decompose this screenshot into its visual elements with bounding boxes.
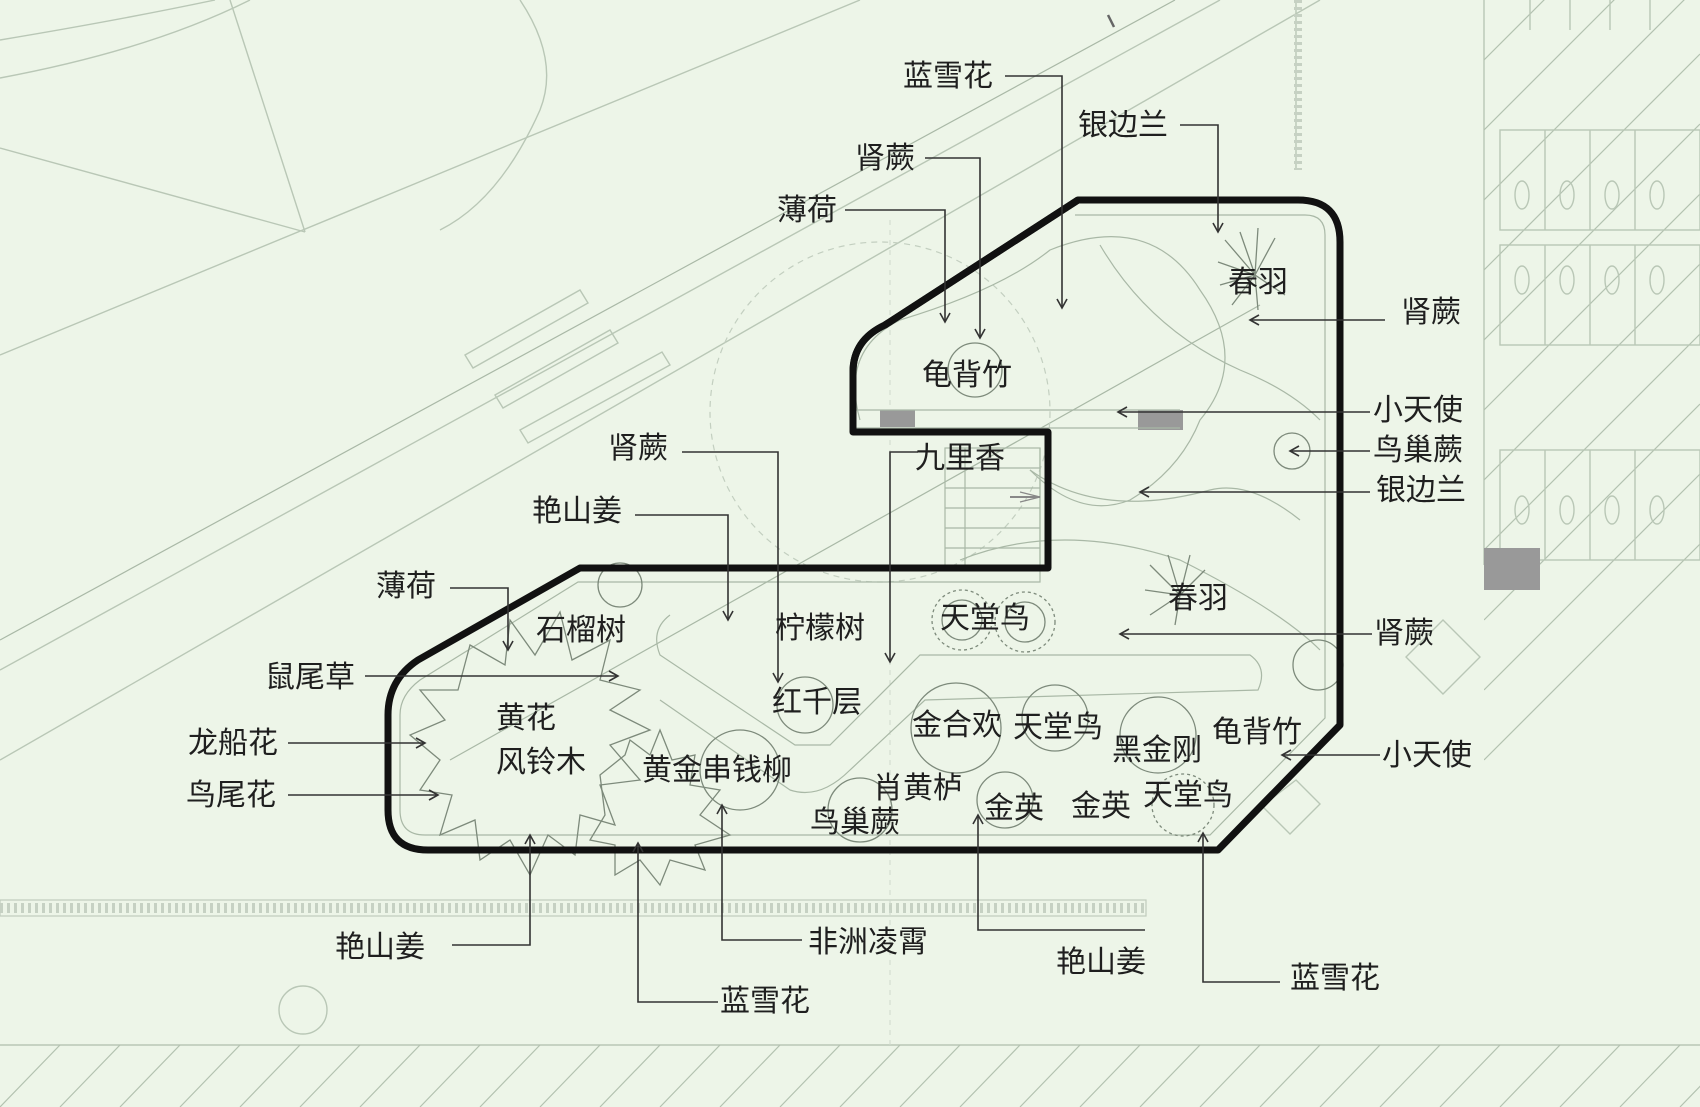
outside-labels: 蓝雪花 银边兰 肾蕨 薄荷 肾蕨 小天使 鸟巢蕨 银边兰 肾蕨 小天使 肾蕨 艳… [186, 59, 1472, 1019]
label-lanxuehua-bottom-1: 蓝雪花 [720, 984, 810, 1019]
label-niaochaojue: 鸟巢蕨 [810, 805, 900, 840]
label-huanghua: 黄花 [496, 701, 556, 736]
label-yinbianlan-top: 银边兰 [1078, 108, 1168, 143]
leader-lines [288, 75, 1385, 1003]
label-xiaotianshi-right-1: 小天使 [1373, 393, 1463, 428]
label-tiantangniao-3: 天堂鸟 [1143, 778, 1233, 813]
label-feizhoulingxiao-bottom: 非洲凌霄 [808, 925, 928, 960]
inside-labels: 春羽 龟背竹 九里香 春羽 石榴树 柠檬树 天堂鸟 红千层 黄花 风铃木 黄金串… [496, 265, 1302, 840]
label-chunyu-1: 春羽 [1228, 265, 1288, 300]
label-yanshanjiang-bottom-2: 艳山姜 [1056, 945, 1146, 980]
label-yanshanjiang-left: 艳山姜 [532, 494, 622, 529]
label-jinying-2: 金英 [1071, 789, 1131, 824]
label-guibeizhu-1: 龟背竹 [922, 358, 1012, 393]
label-tiantangniao-1: 天堂鸟 [940, 601, 1030, 636]
label-xiaohuangju: 肖黄栌 [873, 771, 963, 806]
label-jiulixiang: 九里香 [915, 441, 1005, 476]
label-huangjinchuanqianliu: 黄金串钱柳 [642, 753, 792, 788]
label-hongqianceng: 红千层 [772, 685, 862, 720]
label-yinbianlan-right: 银边兰 [1376, 473, 1466, 508]
label-yanshanjiang-bottom-1: 艳山姜 [335, 930, 425, 965]
label-bohe-left: 薄荷 [376, 569, 436, 604]
label-bohe-top: 薄荷 [777, 193, 837, 228]
garden-interior [399, 214, 1344, 887]
label-shiliushu: 石榴树 [536, 613, 626, 648]
label-shuweicao-left: 鼠尾草 [265, 660, 355, 695]
label-jinying-1: 金英 [984, 791, 1044, 826]
label-niaoweihua-left: 鸟尾花 [186, 778, 276, 813]
label-tiantangniao-2: 天堂鸟 [1013, 710, 1103, 745]
label-niaochaojue-right: 鸟巢蕨 [1373, 433, 1463, 468]
label-shenjue-right-2: 肾蕨 [1374, 616, 1434, 651]
label-fenglingmu: 风铃木 [496, 745, 586, 780]
label-guibeizhu-2: 龟背竹 [1212, 715, 1302, 750]
label-jinhehuan: 金合欢 [912, 708, 1002, 743]
toilet-stalls [1499, 0, 1700, 561]
label-ningmengshu: 柠檬树 [775, 611, 865, 646]
label-lanxuehua-bottom-2: 蓝雪花 [1290, 961, 1380, 996]
label-heijingang: 黑金刚 [1112, 733, 1202, 768]
label-xiaotianshi-right-2: 小天使 [1382, 738, 1472, 773]
label-shenjue-top: 肾蕨 [855, 141, 915, 176]
label-lanxuehua-top: 蓝雪花 [903, 59, 993, 94]
label-longchuanhua-left: 龙船花 [188, 726, 278, 761]
label-shenjue-left: 肾蕨 [608, 431, 668, 466]
label-shenjue-right-1: 肾蕨 [1401, 295, 1461, 330]
chunyu-fronds [1144, 227, 1286, 626]
label-chunyu-2: 春羽 [1168, 581, 1228, 616]
